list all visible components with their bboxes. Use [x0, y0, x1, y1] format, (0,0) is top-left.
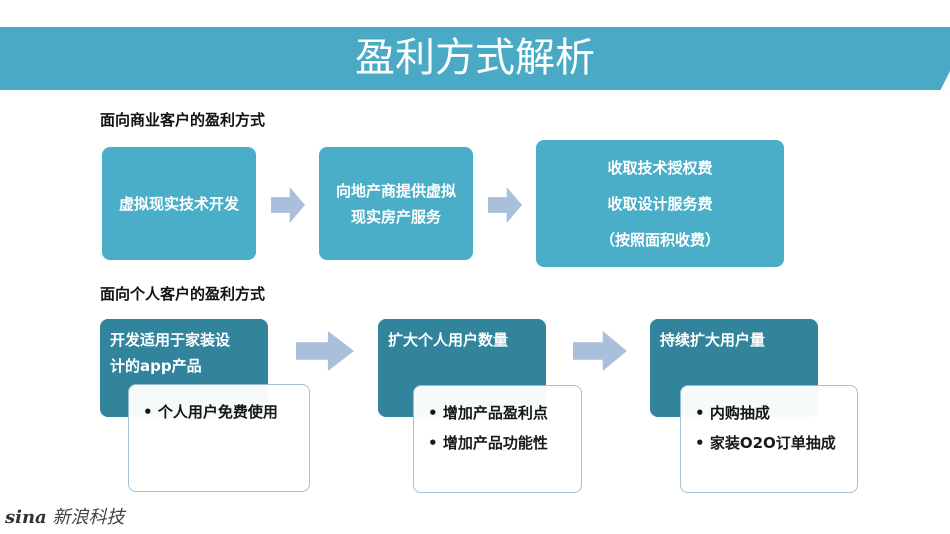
sina-logo: sina 新浪科技	[5, 503, 124, 529]
step-title: 持续扩大用户量	[660, 331, 766, 349]
personal-step-3-details: • 内购抽成 • 家装O2O订单抽成	[680, 385, 858, 493]
bullet-item: • 增加产品功能性	[428, 434, 548, 452]
personal-step-1-details: • 个人用户免费使用	[128, 384, 310, 492]
arrow-right-icon	[488, 187, 522, 223]
step-title: 扩大个人用户数量	[388, 331, 509, 349]
page-title: 盈利方式解析	[355, 35, 595, 81]
step-title: 开发适用于家装设	[110, 331, 231, 349]
step-text: 虚拟现实技术开发	[118, 194, 239, 213]
arrow-right-icon	[296, 331, 354, 371]
personal-heading: 面向个人客户的盈利方式	[100, 285, 266, 303]
bullet-text: 内购抽成	[709, 404, 770, 422]
step-text: 收取设计服务费	[607, 194, 713, 213]
business-step-1: 虚拟现实技术开发	[102, 147, 256, 260]
business-heading: 面向商业客户的盈利方式	[100, 111, 266, 129]
personal-step-2-details: • 增加产品盈利点 • 增加产品功能性	[413, 385, 582, 493]
bullet-text: 增加产品功能性	[442, 434, 548, 452]
logo-brand: sina	[5, 507, 47, 528]
arrow-right-icon	[573, 331, 627, 371]
step-text: 向地产商提供虚拟	[335, 181, 456, 200]
bullet-item: • 内购抽成	[695, 404, 770, 422]
step-text: 收取技术授权费	[607, 158, 713, 177]
bullet-text: 个人用户免费使用	[157, 403, 278, 421]
bullet-item: • 个人用户免费使用	[143, 403, 278, 421]
bullet-text: 家装O2O订单抽成	[709, 434, 836, 452]
logo-text: 新浪科技	[52, 507, 125, 528]
step-text: 现实房产服务	[350, 207, 441, 226]
bullet-text: 增加产品盈利点	[442, 404, 548, 422]
bullet-item: • 增加产品盈利点	[428, 404, 548, 422]
step-text: （按照面积收费）	[599, 230, 720, 249]
bullet-item: • 家装O2O订单抽成	[695, 434, 836, 452]
business-step-2: 向地产商提供虚拟 现实房产服务	[319, 147, 473, 260]
step-title: 计的app产品	[110, 357, 202, 375]
title-banner	[0, 27, 950, 90]
business-step-3: 收取技术授权费 收取设计服务费 （按照面积收费）	[536, 140, 784, 267]
arrow-right-icon	[271, 187, 305, 223]
